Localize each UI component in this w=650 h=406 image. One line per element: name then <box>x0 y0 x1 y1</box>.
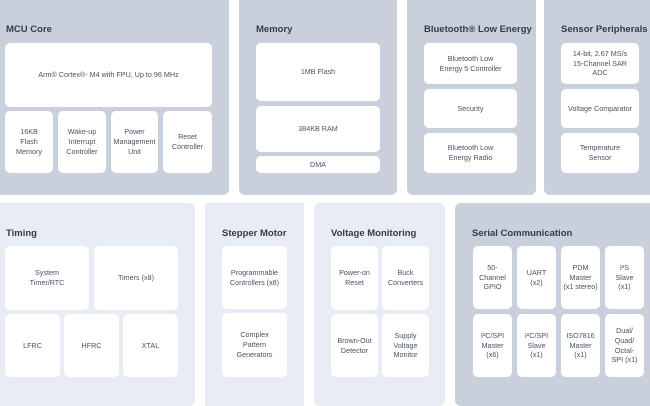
lfrc-block: LFRC <box>5 314 60 377</box>
adc-block: 14-bit, 2.67 MS/s 15-Channel SAR ADC <box>561 43 639 84</box>
cpu-block: Arm® Cortex®- M4 with FPU, Up to 96 MHz <box>5 43 212 107</box>
buck-converters-block: Buck Converters <box>382 246 429 310</box>
wakeup-interrupt-block: Wake-up Interrupt Controller <box>58 111 106 173</box>
iso7816-block: ISO7816 Master (x1) <box>561 314 600 377</box>
ram-block: 384KB RAM <box>256 106 380 152</box>
ble-title: Bluetooth® Low Energy <box>424 24 532 35</box>
memory-title: Memory <box>256 24 293 35</box>
i2c-spi-master-block: I²C/SPI Master (x6) <box>473 314 512 377</box>
voltage-title: Voltage Monitoring <box>331 228 417 239</box>
power-on-reset-block: Power-on Reset <box>331 246 378 310</box>
mcu-core-title: MCU Core <box>6 24 52 35</box>
stepper-title: Stepper Motor <box>222 228 287 239</box>
supply-monitor-block: Supply Voltage Monitor <box>382 314 429 377</box>
power-management-block: Power Management Unit <box>111 111 158 173</box>
qspi-block: Dual/ Quad/ Octal- SPI (x1) <box>605 314 644 377</box>
i2c-spi-slave-block: I²C/SPI Slave (x1) <box>517 314 556 377</box>
brown-out-block: Brown-Out Detector <box>331 314 378 377</box>
dma-block: DMA <box>256 156 380 173</box>
temperature-sensor-block: Temperature Sensor <box>561 133 639 173</box>
gpio-block: 50- Channel GPIO <box>473 246 512 309</box>
flash-memory-block: 16KB Flash Memory <box>5 111 53 173</box>
xtal-block: XTAL <box>123 314 178 377</box>
system-timer-block: System Timer/RTC <box>5 246 89 310</box>
security-block: Security <box>424 89 517 128</box>
pattern-generators-block: Complex Pattern Generators <box>222 313 287 377</box>
sensor-title: Sensor Peripherals <box>561 24 648 35</box>
ble-controller-block: Bluetooth Low Energy 5 Controller <box>424 43 517 84</box>
pdm-block: PDM Master (x1 stereo) <box>561 246 600 309</box>
voltage-comparator-block: Voltage Comparator <box>561 89 639 128</box>
timing-title: Timing <box>6 228 37 239</box>
hfrc-block: HFRC <box>64 314 119 377</box>
serial-title: Serial Communication <box>472 228 573 239</box>
i2s-block: I²S Slave (x1) <box>605 246 644 309</box>
ble-radio-block: Bluetooth Low Energy Radio <box>424 133 517 173</box>
reset-controller-block: Reset Controller <box>163 111 212 173</box>
uart-block: UART (x2) <box>517 246 556 309</box>
programmable-controllers-block: Programmable Controllers (x8) <box>222 246 287 309</box>
flash-block: 1MB Flash <box>256 43 380 101</box>
timers-block: Timers (x8) <box>94 246 178 310</box>
